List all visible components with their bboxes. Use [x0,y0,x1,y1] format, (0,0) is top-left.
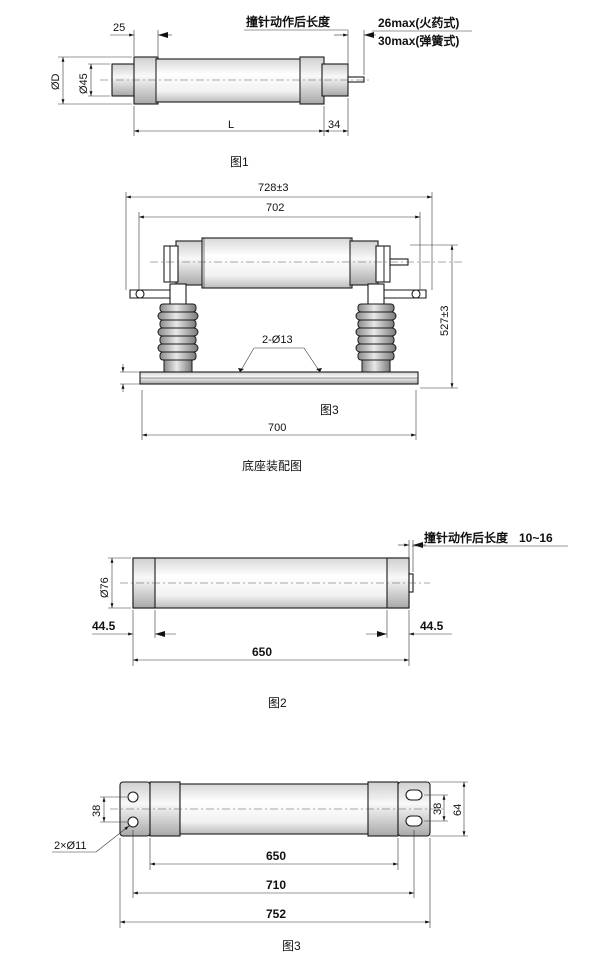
figure-1-caption: 图1 [230,155,249,169]
fig2-dim-650: 650 [252,645,272,659]
fig3-dim-holes: 2×Ø11 [54,840,87,852]
fig3-right-slot-top [405,789,423,801]
left-support-post [169,283,187,307]
dim-527: 527±3 [439,305,451,336]
figure-3: 38 38 64 2×Ø11 650 710 752 图3 [52,781,468,953]
fig3-dim-64: 64 [452,804,464,816]
fig3-dim-752: 752 [266,907,286,921]
right-end-cap [299,56,325,105]
base-fuse-right-cap [349,240,379,286]
dim-od: ØD [50,73,62,90]
dim-728: 728±3 [258,182,289,194]
dim-700: 700 [268,422,286,434]
right-terminal-bolt [411,289,421,299]
fig2-dim-left-44: 44.5 [92,619,116,633]
fuse-body [155,58,305,103]
right-contact-clip [375,245,391,283]
fig3-dim-38-right: 38 [432,803,444,815]
figure-2: Ø76 44.5 44.5 650 撞针动作后长度 10~16 图2 [92,530,568,710]
fig3-right-slot-bottom [405,815,423,827]
figure-1: 25 ØD Ø45 L 34 撞针动作后长度 26max(火药式) 30max(… [50,14,472,169]
dim-2-holes-13: 2-Ø13 [262,334,293,346]
dim-34: 34 [328,119,340,131]
base-fuse-left-cap [175,240,205,286]
left-contact-clip [163,245,179,283]
fig3-left-hole-top [127,791,139,803]
base-fuse-body [201,237,353,289]
right-support-post [367,283,385,307]
striker-30max: 30max(弹簧式) [378,33,459,48]
dim-702: 702 [266,202,284,214]
fig3-dim-650: 650 [266,849,286,863]
left-end-cap [133,56,159,105]
fig2-striker-label: 撞针动作后长度 [424,530,509,545]
fig3-left-hole-bottom [127,816,139,828]
dim-l: L [228,119,234,131]
striker-length-label: 撞针动作后长度 [246,14,331,29]
fig2-dim-right-44: 44.5 [420,619,444,633]
fig2-dim-76: Ø76 [99,577,111,598]
fig2-striker-value: 10~16 [519,531,553,545]
dim-25: 25 [113,22,125,34]
figure-3-caption: 图3 [282,939,301,953]
base-caption: 图3 [320,403,339,417]
base-assembly: 728±3 702 [120,182,462,473]
fig3-dim-710: 710 [266,878,286,892]
base-title: 底座装配图 [242,458,302,473]
striker-26max: 26max(火药式) [378,15,459,30]
dim-45: Ø45 [78,73,90,94]
figure-2-caption: 图2 [268,696,287,710]
right-insulator [355,303,397,373]
fig3-dim-38-left: 38 [91,805,103,817]
left-insulator [157,303,199,373]
left-terminal-bolt [135,289,145,299]
striker-pin [347,76,365,83]
